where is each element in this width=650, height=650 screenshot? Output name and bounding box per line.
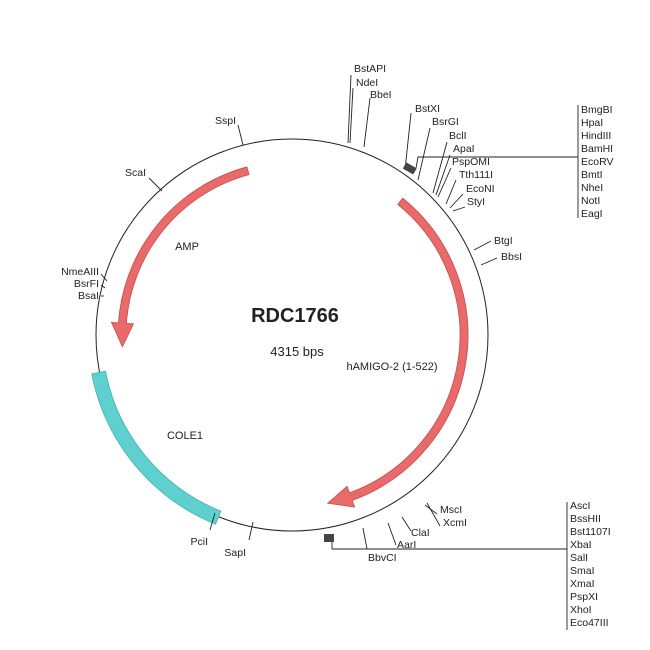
site-label: BbvCI (368, 552, 397, 564)
site-label: PspOMI (452, 156, 490, 168)
site-label: BbsI (501, 251, 522, 263)
site-label: BclI (449, 130, 467, 142)
mcs-site-label: Bst1107I (570, 526, 611, 538)
mcs-site-label: Eco47III (570, 617, 609, 629)
site-label: PciI (190, 536, 208, 548)
mcs-site-label: BamHI (581, 143, 613, 155)
cole1-feature-block (91, 370, 222, 525)
amp-feature-arrow (110, 166, 250, 348)
mcs2-marker (324, 534, 334, 542)
site-label: EcoNI (466, 183, 495, 195)
backbone-circle (95, 138, 489, 532)
site-label: BsaI (78, 290, 99, 302)
site-label: BstAPI (354, 63, 386, 75)
mcs-site-label: NotI (581, 195, 600, 207)
mcs2-list: AscIBssHIIBst1107IXbaISalISmaIXmaIPspXIX… (570, 500, 611, 629)
plasmid-name: RDC1766 (251, 305, 339, 327)
mcs-site-label: BmgBI (581, 104, 613, 116)
site-lines-top (100, 74, 579, 630)
site-label: SspI (215, 115, 236, 127)
site-label: BbeI (370, 89, 392, 101)
site-label: AarI (397, 539, 416, 551)
site-label: MscI (440, 504, 462, 516)
site-label: BstXI (415, 103, 440, 115)
mcs-site-label: BssHII (570, 513, 601, 525)
feature-label-amp: AMP (175, 241, 199, 253)
site-label: ScaI (125, 167, 146, 179)
mcs-site-label: NheI (581, 182, 603, 194)
feature-label-cole1: COLE1 (167, 430, 203, 442)
site-label: NmeAIII (61, 266, 99, 278)
hamigo-feature-arrow (326, 197, 469, 508)
mcs-site-label: HpaI (581, 117, 603, 129)
mcs1-marker (402, 162, 417, 175)
mcs-site-label: HindIII (581, 130, 611, 142)
plasmid-size: 4315 bps (270, 344, 324, 359)
site-label: SapI (224, 547, 246, 559)
mcs-site-label: EagI (581, 208, 603, 220)
mcs-site-label: XmaI (570, 578, 595, 590)
site-label: Tth111I (459, 169, 493, 181)
feature-label-hamigo: hAMIGO-2 (1-522) (346, 361, 437, 373)
site-label: ClaI (411, 527, 430, 539)
site-label: ApaI (453, 143, 475, 155)
mcs-site-label: EcoRV (581, 156, 614, 168)
site-label: StyI (467, 196, 485, 208)
mcs-site-label: XbaI (570, 539, 592, 551)
mcs-site-label: SmaI (570, 565, 595, 577)
site-label: BsrFI (74, 278, 99, 290)
mcs1-list: BmgBIHpaIHindIIIBamHIEcoRVBmtINheINotIEa… (581, 104, 614, 220)
mcs-site-label: SalI (570, 552, 588, 564)
mcs-site-label: XhoI (570, 604, 592, 616)
mcs-site-label: AscI (570, 500, 590, 512)
site-label: NdeI (356, 77, 378, 89)
mcs-site-label: PspXI (570, 591, 598, 603)
site-label: BtgI (494, 235, 513, 247)
mcs-site-label: BmtI (581, 169, 603, 181)
site-label: BsrGI (432, 116, 459, 128)
site-label: XcmI (443, 517, 467, 529)
